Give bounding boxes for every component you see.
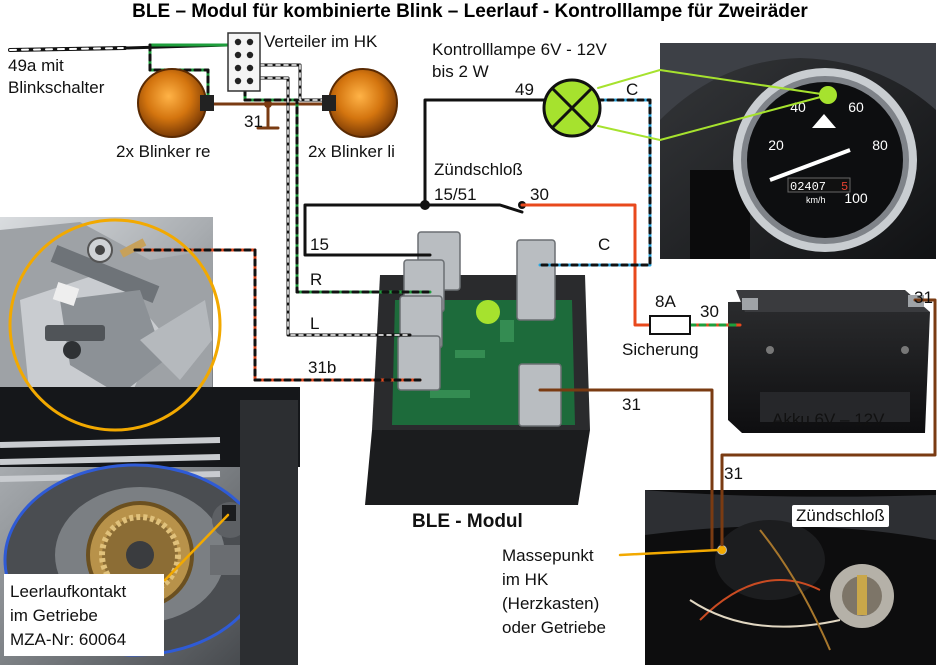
speedo-odometer-last: 5 <box>841 180 848 194</box>
label-term-31b: 31b <box>308 358 337 377</box>
label-term-31-module: 31 <box>622 395 641 414</box>
label-kontrolllampe-1: Kontrolllampe 6V - 12V <box>432 40 607 59</box>
label-leerlauf-1: Leerlaufkontakt <box>10 582 127 601</box>
photo-herzkasten <box>645 490 936 665</box>
verteiler-block <box>227 32 261 92</box>
speedo-tick: 80 <box>872 137 888 153</box>
control-lamp <box>542 78 602 138</box>
label-massepunkt-2: im HK <box>502 570 549 589</box>
label-zuendschloss-wire: Zündschloß <box>434 160 523 179</box>
label-leerlauf-3: MZA-Nr: 60064 <box>10 630 127 649</box>
label-blinker-li: 2x Blinker li <box>308 142 395 161</box>
label-akku: Akku 6V – 12V <box>772 410 885 429</box>
label-term-31-battery: 31 <box>914 288 933 307</box>
label-term-r: R <box>310 270 323 289</box>
leerlauf-box <box>4 574 164 656</box>
label-term-c-lamp: C <box>626 80 639 99</box>
label-massepunkt-1: Massepunkt <box>502 546 594 565</box>
label-massepunkt-4: oder Getriebe <box>502 618 606 637</box>
label-term-c-module: C <box>598 235 611 254</box>
label-blinkschalter-1: 49a mit <box>8 56 64 75</box>
label-term-30-switch: 30 <box>530 185 549 204</box>
wire-left-indicator <box>258 63 332 102</box>
fuse <box>649 315 691 335</box>
speedo-odometer: 02407 <box>790 180 826 194</box>
speedo-unit: km/h <box>806 195 826 205</box>
photo-battery <box>728 290 930 433</box>
label-term-31-ground: 31 <box>724 464 743 483</box>
label-ble-modul: BLE - Modul <box>412 511 523 532</box>
label-zuendschloss-photo: Zündschloß <box>792 505 889 527</box>
wire-15 <box>303 203 432 257</box>
indicator-right <box>137 68 214 138</box>
label-term-8a: 8A <box>655 292 676 311</box>
label-term-l: L <box>310 314 320 333</box>
label-term-15-51: 15/51 <box>434 185 477 204</box>
diagram-title: BLE – Modul für kombinierte Blink – Leer… <box>132 1 808 22</box>
label-massepunkt-3: (Herzkasten) <box>502 594 600 613</box>
indicator-left <box>322 68 398 138</box>
wire-31-battery <box>720 298 937 550</box>
speedo-tick: 20 <box>768 137 784 153</box>
photo-ble-module <box>347 229 603 505</box>
wire-31-module <box>538 388 714 550</box>
speedo-tick: 40 <box>790 99 806 115</box>
photo-speedometer: 20 40 60 80 100 02407 5 km/h <box>660 43 936 259</box>
ignition-switch <box>423 203 524 214</box>
label-term-15: 15 <box>310 235 329 254</box>
label-masse-31-blinker: 31 <box>244 112 263 131</box>
wire-49 <box>423 98 547 207</box>
label-blinker-re: 2x Blinker re <box>116 142 211 161</box>
label-blinkschalter-2: Blinkschalter <box>8 78 105 97</box>
speedo-tick: 100 <box>844 190 868 206</box>
photo-neutral-switch <box>0 217 213 437</box>
speedo-tick: 60 <box>848 99 864 115</box>
label-verteiler: Verteiler im HK <box>264 32 378 51</box>
label-term-49: 49 <box>515 80 534 99</box>
label-term-30-battery: 30 <box>700 302 719 321</box>
neutral-switch-callout <box>8 218 222 432</box>
label-kontrolllampe-2: bis 2 W <box>432 62 489 81</box>
label-leerlauf-2: im Getriebe <box>10 606 98 625</box>
label-sicherung: Sicherung <box>622 340 699 359</box>
